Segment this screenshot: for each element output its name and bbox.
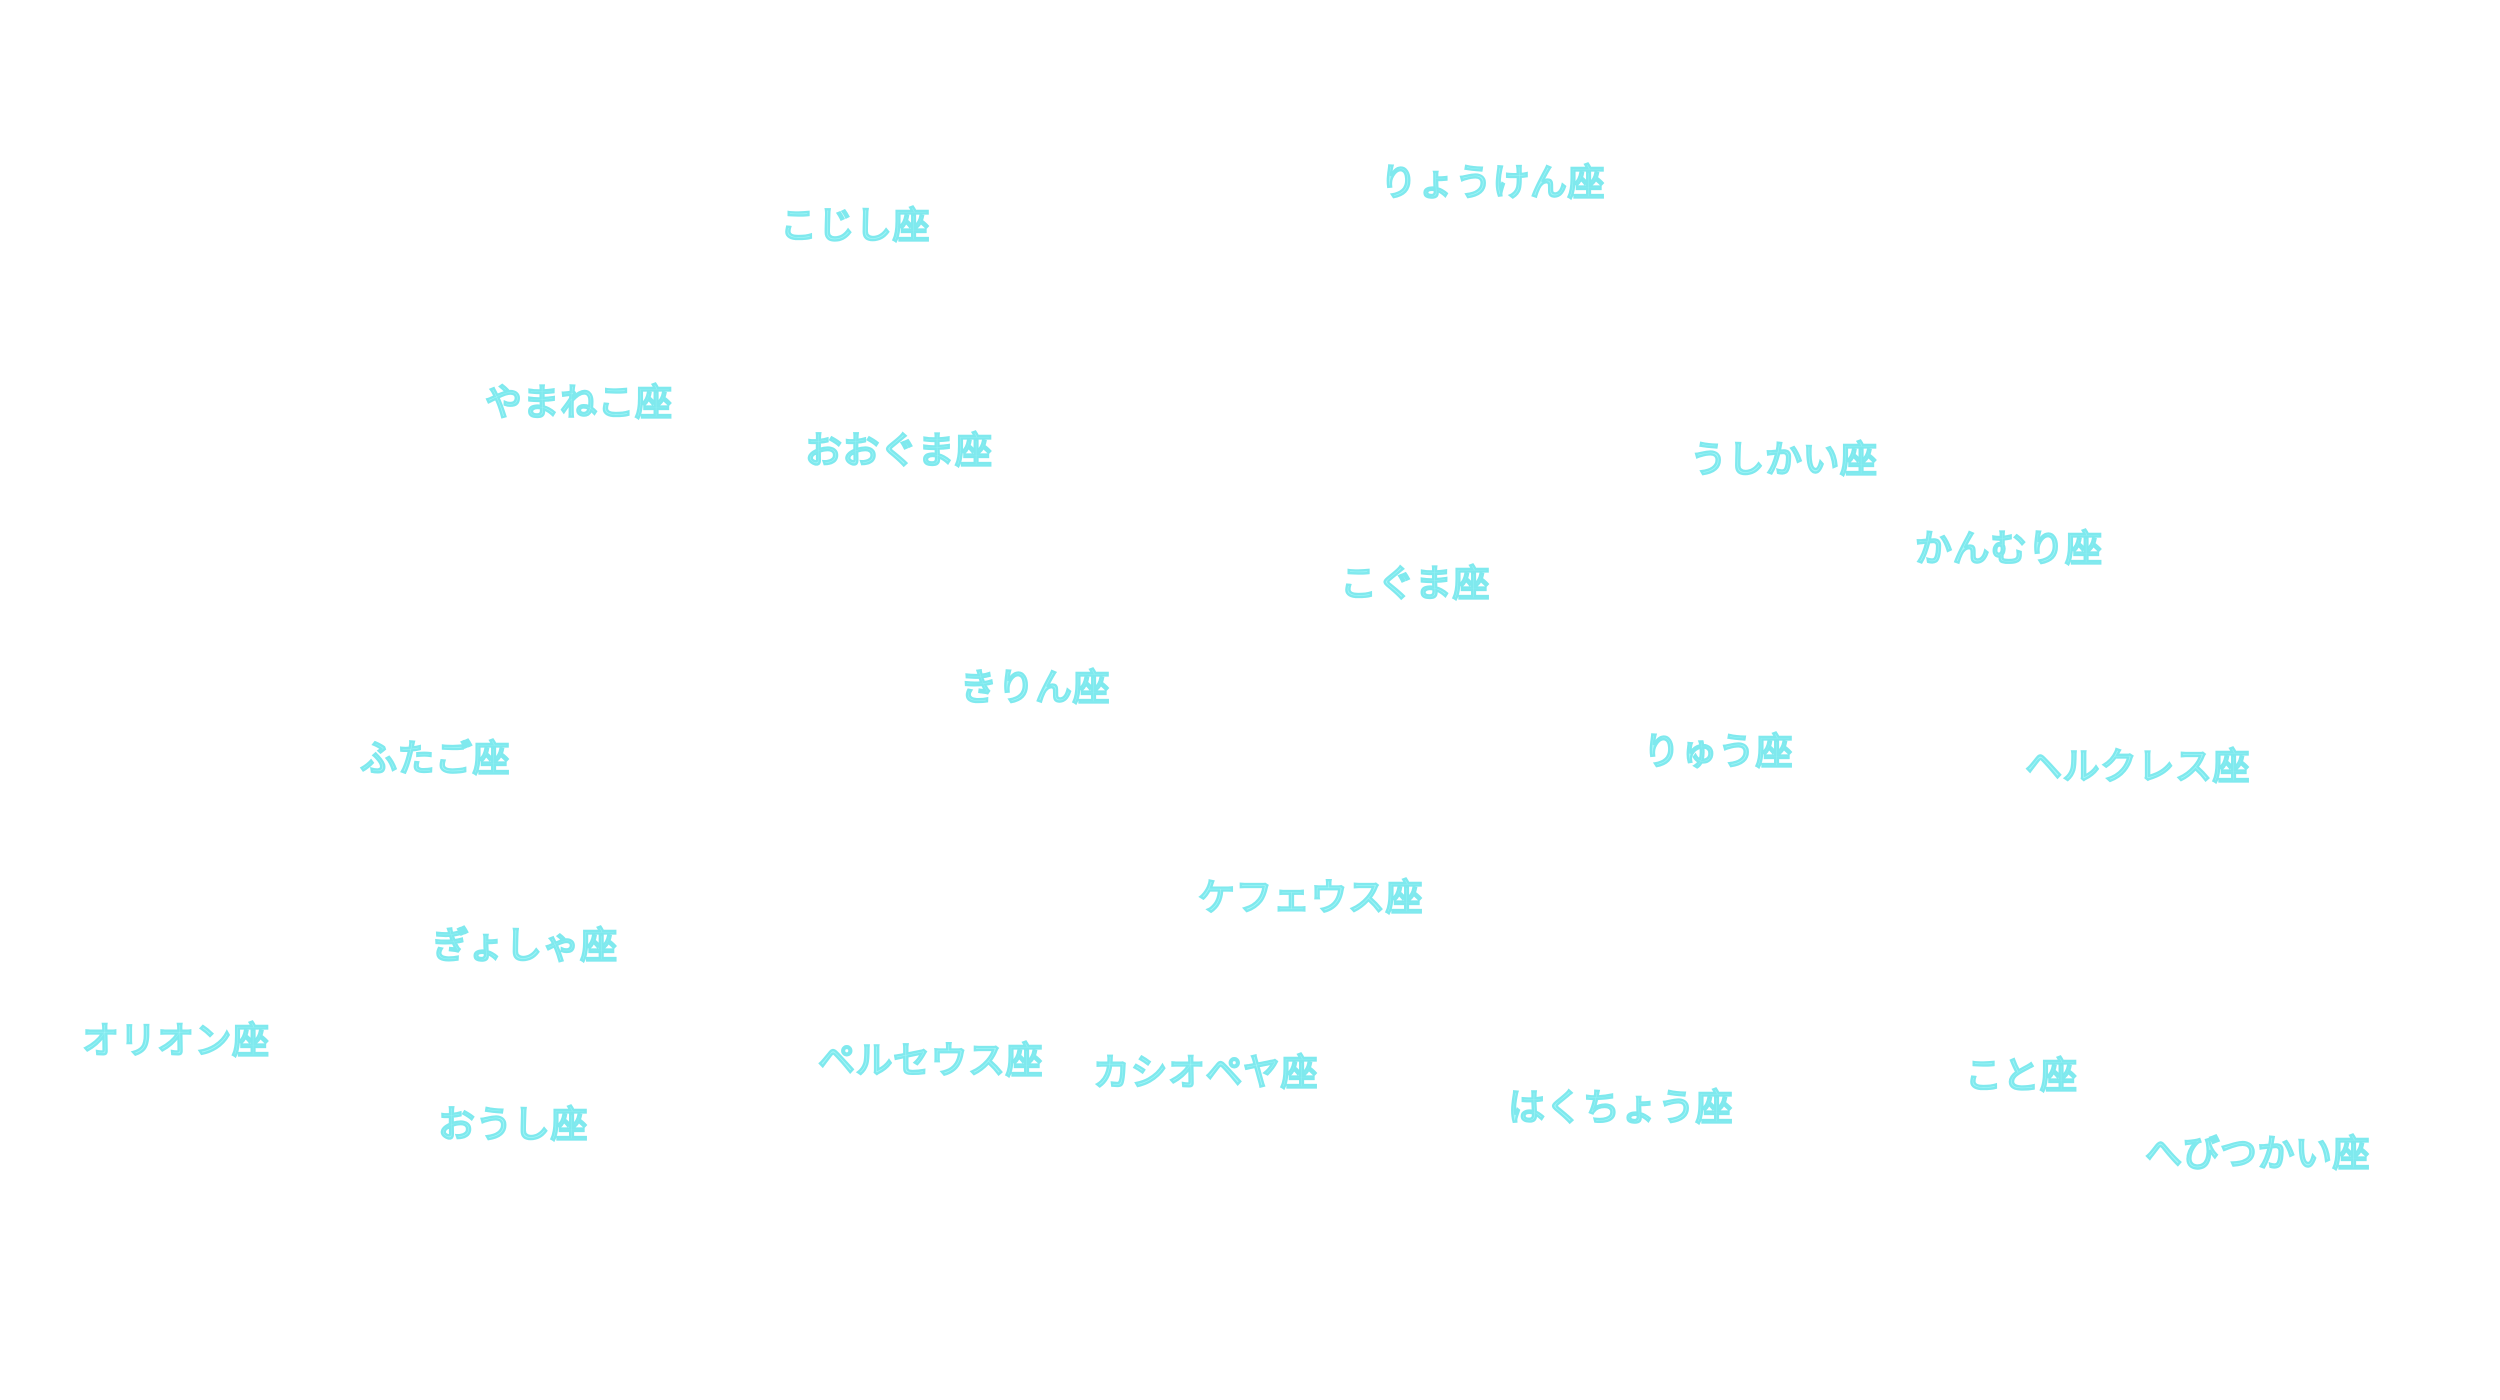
label-ooguma: おおぐま座 [804,429,993,472]
label-ryouken: りょうけん座 [1379,161,1605,204]
label-futago: ふたご座 [359,737,510,780]
label-kirin: きりん座 [959,666,1110,709]
label-kanmuri: かんむり座 [1914,527,2103,570]
label-gyosha: ぎょしゃ座 [431,924,618,967]
label-oushi: おうし座 [437,1103,588,1146]
label-peruseusu: ペルセウス座 [817,1039,1043,1082]
label-hakuchou: はくちょう座 [1507,1086,1733,1129]
label-hebitsukai: へびつかい座 [2144,1132,2370,1175]
label-koguma: こぐま座 [1339,562,1490,605]
label-herukuresu: ヘルクレス座 [2024,745,2250,788]
label-kefeusu: ケフェウス座 [1197,876,1423,919]
label-kashiopeya: カシオペヤ座 [1092,1051,1318,1094]
label-koto: こと座 [1964,1054,2078,1097]
label-kojishi: こじし座 [779,204,930,247]
label-yamaneko: やまねこ座 [484,381,673,424]
label-orion: オリオン座 [81,1019,270,1062]
label-ryuu: りゅう座 [1642,730,1793,773]
label-ushikai: うしかい座 [1689,438,1878,481]
